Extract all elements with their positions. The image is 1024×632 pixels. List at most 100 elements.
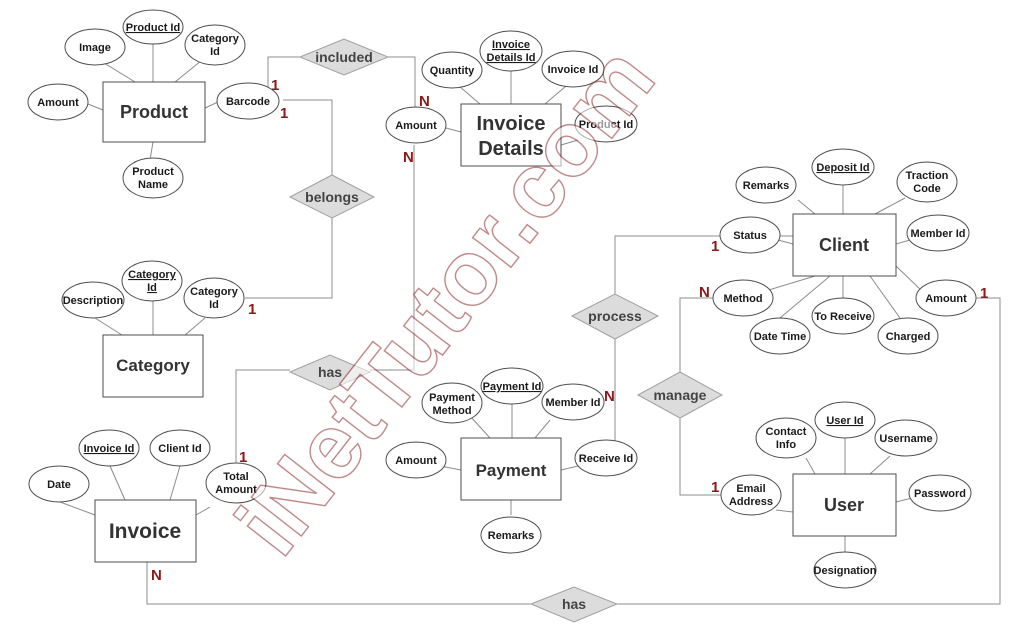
card-details-has: N (403, 149, 414, 166)
relationship-has-bottom: has (529, 586, 619, 623)
card-client-bottom: 1 (980, 285, 988, 302)
attr-payment-amount: Amount (385, 441, 447, 479)
attr-product-amount: Amount (27, 83, 89, 121)
svg-text:Total: Total (223, 471, 248, 483)
attr-client-amount: Amount (915, 279, 977, 317)
entity-invoice: Invoice (94, 499, 197, 563)
attr-product-name: Product Name (122, 157, 184, 199)
svg-text:Address: Address (729, 496, 773, 508)
attr-payment-member-id: Member Id (541, 383, 605, 421)
entity-product-label: Product (120, 102, 188, 122)
attr-client-traction-code: Traction Code (896, 161, 958, 203)
attr-user-password: Password (908, 474, 972, 512)
svg-text:Date Time: Date Time (754, 331, 806, 343)
svg-text:belongs: belongs (305, 189, 359, 205)
svg-text:Details Id: Details Id (487, 52, 536, 64)
svg-text:Payment Id: Payment Id (483, 381, 542, 393)
svg-text:Status: Status (733, 230, 767, 242)
svg-text:Details: Details (478, 138, 544, 160)
svg-text:Id: Id (210, 46, 220, 58)
svg-text:Remarks: Remarks (488, 530, 534, 542)
attr-details-amount: Amount (385, 106, 447, 144)
entity-client: Client (792, 213, 897, 277)
svg-text:Invoice: Invoice (477, 113, 546, 135)
attr-client-method: Method (712, 279, 774, 317)
attr-user-username: Username (874, 419, 938, 457)
relationship-included: included (298, 38, 390, 76)
svg-text:Product: Product (132, 166, 174, 178)
svg-text:Email: Email (736, 483, 765, 495)
svg-text:Amount: Amount (37, 97, 79, 109)
relationship-manage: manage (636, 371, 724, 419)
attr-user-id: User Id (814, 401, 876, 439)
svg-text:Remarks: Remarks (743, 180, 789, 192)
attr-category-description: Description (61, 281, 125, 319)
attr-client-deposit-id: Deposit Id (811, 148, 875, 186)
attr-invoice-date: Date (28, 465, 90, 503)
attr-category-id: Category Id (121, 260, 183, 302)
svg-text:Contact: Contact (766, 426, 807, 438)
entity-user: User (792, 473, 897, 537)
card-included-details: N (419, 93, 430, 110)
attr-product-id: Product Id (122, 9, 184, 45)
svg-text:Date: Date (47, 479, 71, 491)
svg-text:Category: Category (191, 33, 240, 45)
attr-payment-remarks: Remarks (480, 516, 542, 554)
svg-text:Member Id: Member Id (910, 228, 965, 240)
svg-text:has: has (562, 596, 586, 612)
card-has-invoice: 1 (239, 449, 247, 466)
svg-text:process: process (588, 308, 642, 324)
attr-client-remarks: Remarks (735, 166, 797, 204)
attr-category-category-id: Category Id (183, 277, 245, 319)
attr-client-status: Status (719, 216, 781, 254)
attr-product-category-id: Category Id (184, 24, 246, 66)
card-included-product: 1 (271, 77, 279, 94)
svg-text:Amount: Amount (925, 293, 967, 305)
svg-text:Designation: Designation (814, 565, 877, 577)
svg-text:Payment: Payment (429, 392, 475, 404)
attr-invoice-id: Invoice Id (78, 429, 140, 467)
attr-invoice-total-amount: Total Amount (205, 462, 267, 504)
attr-client-date-time: Date Time (749, 317, 811, 355)
entity-product: Product (102, 81, 206, 143)
cardinality-markers: 1 N 1 1 N 1 1 N N 1 1 N (151, 77, 988, 584)
svg-text:Amount: Amount (215, 484, 257, 496)
connector-lines (59, 40, 1001, 605)
relationship-process: process (570, 293, 660, 340)
attr-details-invoice-id: Invoice Id (541, 50, 605, 88)
entity-category: Category (102, 334, 204, 398)
svg-text:Product Id: Product Id (579, 119, 633, 131)
svg-text:Member Id: Member Id (545, 397, 600, 409)
svg-text:Barcode: Barcode (226, 96, 270, 108)
svg-text:To Receive: To Receive (814, 311, 871, 323)
svg-text:Invoice: Invoice (109, 520, 181, 543)
svg-text:included: included (315, 49, 373, 65)
svg-text:Charged: Charged (886, 331, 931, 343)
svg-text:Password: Password (914, 488, 966, 500)
svg-text:User: User (824, 495, 864, 515)
svg-text:Id: Id (209, 299, 219, 311)
attr-details-quantity: Quantity (421, 51, 483, 89)
entity-payment: Payment (460, 437, 562, 501)
card-manage-user: 1 (711, 479, 719, 496)
card-manage-client: N (699, 284, 710, 301)
svg-text:Description: Description (63, 295, 124, 307)
card-process-client: 1 (711, 238, 719, 255)
relationship-belongs: belongs (288, 174, 376, 219)
svg-text:User Id: User Id (826, 415, 863, 427)
card-process-payment: N (604, 388, 615, 405)
attr-payment-receive-id: Receive Id (574, 439, 638, 477)
svg-text:has: has (318, 364, 342, 380)
svg-text:Id: Id (147, 282, 157, 294)
relationship-has-invoice: has (288, 354, 372, 391)
svg-text:Invoice: Invoice (492, 39, 530, 51)
svg-text:Image: Image (79, 42, 111, 54)
attr-user-email: Email Address (720, 474, 782, 516)
svg-text:Invoice Id: Invoice Id (548, 64, 599, 76)
svg-text:manage: manage (654, 387, 707, 403)
svg-text:Name: Name (138, 179, 168, 191)
svg-text:Traction: Traction (906, 170, 949, 182)
svg-text:Info: Info (776, 439, 796, 451)
attr-payment-method: Payment Method (421, 382, 483, 424)
